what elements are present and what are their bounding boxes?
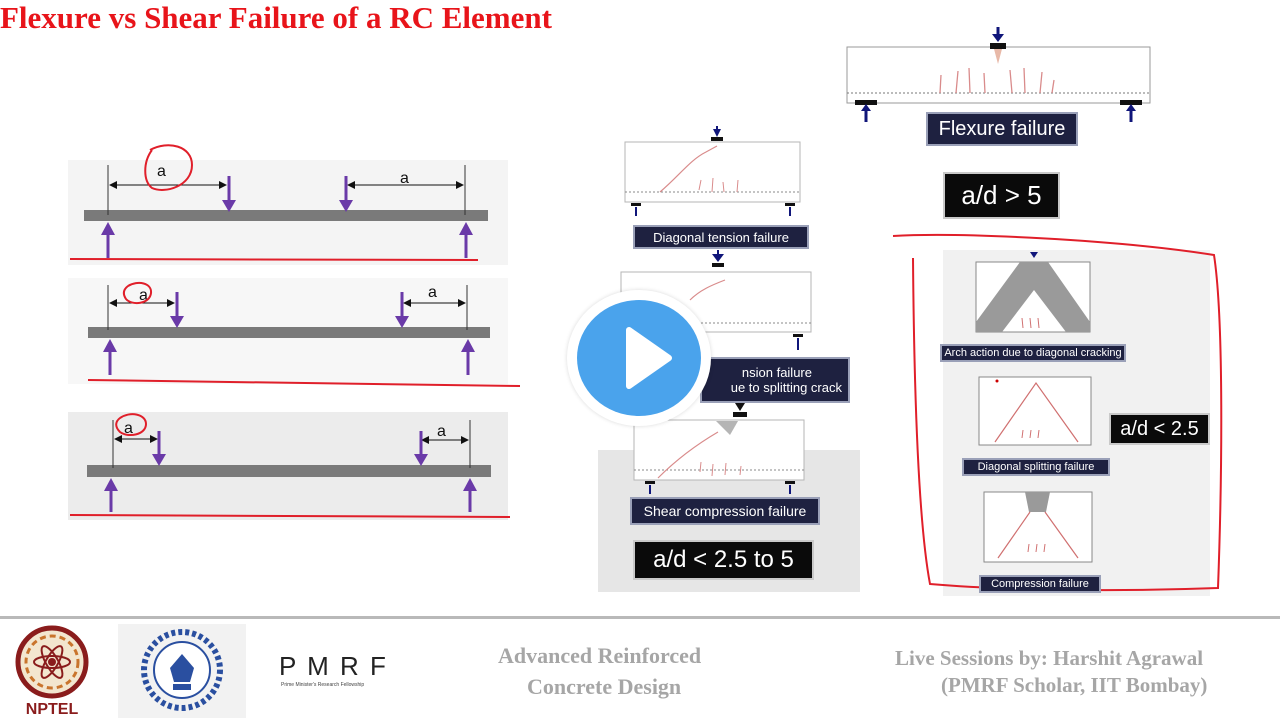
- load-arrow-icon: [414, 454, 428, 466]
- beam-sketch-diag-split: [978, 376, 1092, 446]
- beam-2: [88, 327, 490, 338]
- presenter-line1: Live Sessions by: Harshit Agrawal: [895, 646, 1204, 670]
- handwritten-circle-2: [122, 281, 152, 305]
- nptel-text: NPTEL: [26, 701, 79, 718]
- label-diagonal-splitting: Diagonal splitting failure: [962, 458, 1110, 476]
- beam-3: [87, 465, 491, 477]
- reaction-arrow-icon: [459, 222, 473, 235]
- presenter-line2: (PMRF Scholar, IIT Bombay): [941, 673, 1208, 697]
- beam-diagram-3: a a: [69, 413, 511, 518]
- dimension-label-a: a: [400, 170, 409, 187]
- dimension-label-a: a: [428, 284, 437, 301]
- label-splitting-crack: nsion failure ue to splitting crack: [700, 357, 850, 403]
- label-compression-failure: Compression failure: [979, 575, 1101, 593]
- reaction-arrow-icon: [103, 339, 117, 352]
- pmrf-logo-text: P M R F: [279, 651, 388, 681]
- course-title-line2: Concrete Design: [527, 674, 682, 699]
- beam-diagram-1: a a: [69, 144, 488, 261]
- reaction-arrow-icon: [461, 339, 475, 352]
- handwritten-outline-deep-beam: [892, 233, 1223, 592]
- footer-divider: [0, 616, 1280, 619]
- play-icon: [626, 327, 672, 389]
- label-shear-compression: Shear compression failure: [630, 497, 820, 525]
- load-arrow-icon: [152, 454, 166, 466]
- load-arrow-icon: [222, 200, 236, 212]
- dimension-label-a: a: [437, 423, 446, 440]
- load-arrow-icon: [339, 200, 353, 212]
- course-title-line1: Advanced Reinforced: [498, 643, 702, 668]
- ratio-flexure: a/d > 5: [943, 172, 1060, 219]
- load-arrow-icon: [170, 316, 184, 328]
- reaction-arrow-icon: [101, 222, 115, 235]
- handwritten-circle-1: [144, 144, 194, 191]
- label-splitting-line1: nsion failure: [741, 365, 812, 380]
- handwritten-circle-3: [115, 413, 148, 437]
- play-button[interactable]: [567, 290, 711, 426]
- label-splitting-line2: ue to splitting crack: [730, 380, 842, 395]
- ratio-shear-range: a/d < 2.5 to 5: [633, 540, 814, 580]
- iitb-logo: [118, 624, 246, 718]
- label-diagonal-tension: Diagonal tension failure: [633, 225, 809, 249]
- label-flexure-failure: Flexure failure: [926, 112, 1078, 146]
- dimension-label-a: a: [139, 287, 148, 304]
- reaction-arrow-icon: [104, 478, 118, 491]
- beam-diagram-2: a a: [87, 281, 521, 387]
- beam-1: [84, 210, 488, 221]
- ratio-deep-beam: a/d < 2.5: [1109, 413, 1210, 445]
- label-arch-action: Arch action due to diagonal cracking: [940, 344, 1126, 362]
- slide-title: Flexure vs Shear Failure of a RC Element: [0, 0, 552, 35]
- label-a-1: a: [157, 163, 166, 180]
- pmrf-subtitle: Prime Minister's Research Fellowship: [281, 682, 365, 688]
- nptel-logo: NPTEL: [15, 625, 89, 718]
- load-arrow-icon: [395, 316, 409, 328]
- reaction-arrow-icon: [463, 478, 477, 491]
- dimension-label-a: a: [124, 420, 133, 437]
